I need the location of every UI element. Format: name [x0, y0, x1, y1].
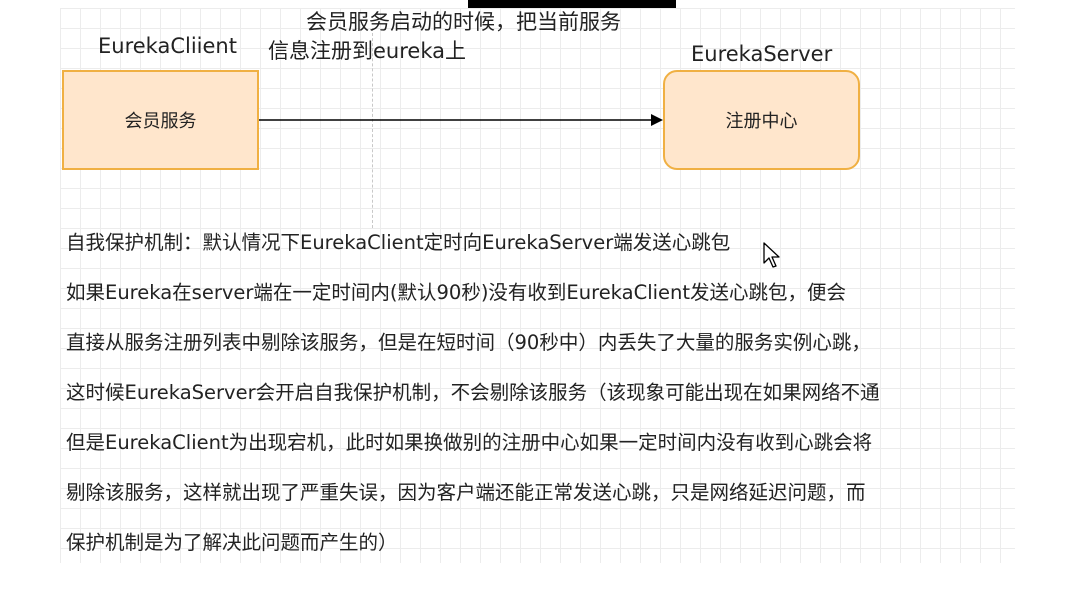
- registration-note: 会员服务启动的时候，把当前服务 信息注册到eureka上: [268, 8, 621, 66]
- paragraph-line: 剔除该服务，这样就出现了严重失误，因为客户端还能正常发送心跳，只是网络延迟问题，…: [66, 481, 866, 504]
- mouse-cursor-icon: [763, 242, 780, 268]
- paragraph-line: 自我保护机制：默认情况下EurekaClient定时向EurekaServer端…: [66, 231, 731, 254]
- member-service-label: 会员服务: [124, 111, 197, 132]
- guide-line: [372, 28, 373, 228]
- registry-center-label: 注册中心: [725, 111, 798, 132]
- paragraph-line: 这时候EurekaServer会开启自我保护机制，不会剔除该服务（该现象可能出现…: [66, 381, 880, 404]
- register-arrow: [259, 114, 663, 126]
- member-service-box[interactable]: 会员服务: [62, 70, 259, 170]
- server-title: EurekaServer: [691, 42, 833, 66]
- arrow-head: [651, 114, 663, 126]
- paragraph-line: 保护机制是为了解决此问题而产生的）: [66, 531, 398, 554]
- paragraph-line: 如果Eureka在server端在一定时间内(默认90秒)没有收到EurekaC…: [66, 281, 847, 304]
- paragraph-line: 但是EurekaClient为出现宕机，此时如果换做别的注册中心如果一定时间内没…: [66, 431, 873, 454]
- note-line-2: 信息注册到eureka上: [268, 39, 466, 63]
- top-black-bar: [468, 0, 676, 8]
- client-title: EurekaCliient: [98, 34, 237, 58]
- note-line-1: 会员服务启动的时候，把当前服务: [306, 10, 621, 34]
- registry-center-box[interactable]: 注册中心: [663, 70, 860, 170]
- paragraph-line: 直接从服务注册列表中剔除该服务，但是在短时间（90秒中）内丢失了大量的服务实例心…: [66, 331, 871, 354]
- self-protection-paragraph: 自我保护机制：默认情况下EurekaClient定时向EurekaServer端…: [66, 224, 880, 574]
